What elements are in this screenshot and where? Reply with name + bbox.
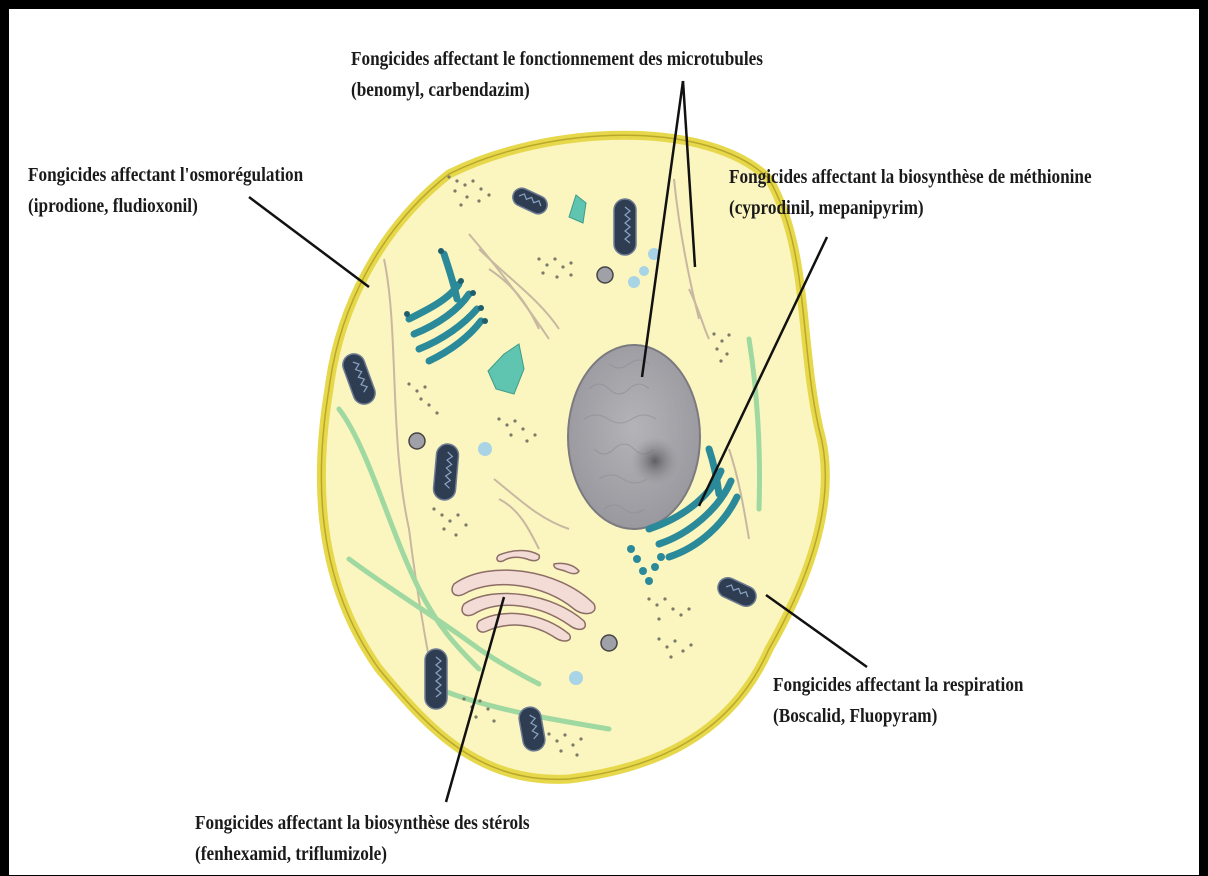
label-sterols-examples: (fenhexamid, triflumizole) bbox=[195, 839, 530, 870]
label-osmoregulation: Fongicides affectant l'osmorégulation (i… bbox=[28, 160, 303, 222]
label-respiration-title: Fongicides affectant la respiration bbox=[773, 670, 1023, 701]
label-respiration: Fongicides affectant la respiration (Bos… bbox=[773, 670, 1023, 732]
label-microtubules-title: Fongicides affectant le fonctionnement d… bbox=[351, 44, 763, 75]
figure-frame: Fongicides affectant le fonctionnement d… bbox=[9, 9, 1199, 875]
label-microtubules: Fongicides affectant le fonctionnement d… bbox=[351, 44, 763, 106]
label-respiration-examples: (Boscalid, Fluopyram) bbox=[773, 701, 1023, 732]
label-methionine: Fongicides affectant la biosynthèse de m… bbox=[729, 162, 1092, 224]
label-sterols: Fongicides affectant la biosynthèse des … bbox=[195, 808, 530, 870]
nucleus bbox=[568, 345, 700, 529]
label-methionine-title: Fongicides affectant la biosynthèse de m… bbox=[729, 162, 1092, 193]
label-osmoregulation-title: Fongicides affectant l'osmorégulation bbox=[28, 160, 303, 191]
label-osmoregulation-examples: (iprodione, fludioxonil) bbox=[28, 191, 303, 222]
label-microtubules-examples: (benomyl, carbendazim) bbox=[351, 75, 763, 106]
label-methionine-examples: (cyprodinil, mepanipyrim) bbox=[729, 193, 1092, 224]
fungal-cell-diagram bbox=[9, 9, 1199, 875]
nucleolus bbox=[631, 437, 679, 485]
label-sterols-title: Fongicides affectant la biosynthèse des … bbox=[195, 808, 530, 839]
